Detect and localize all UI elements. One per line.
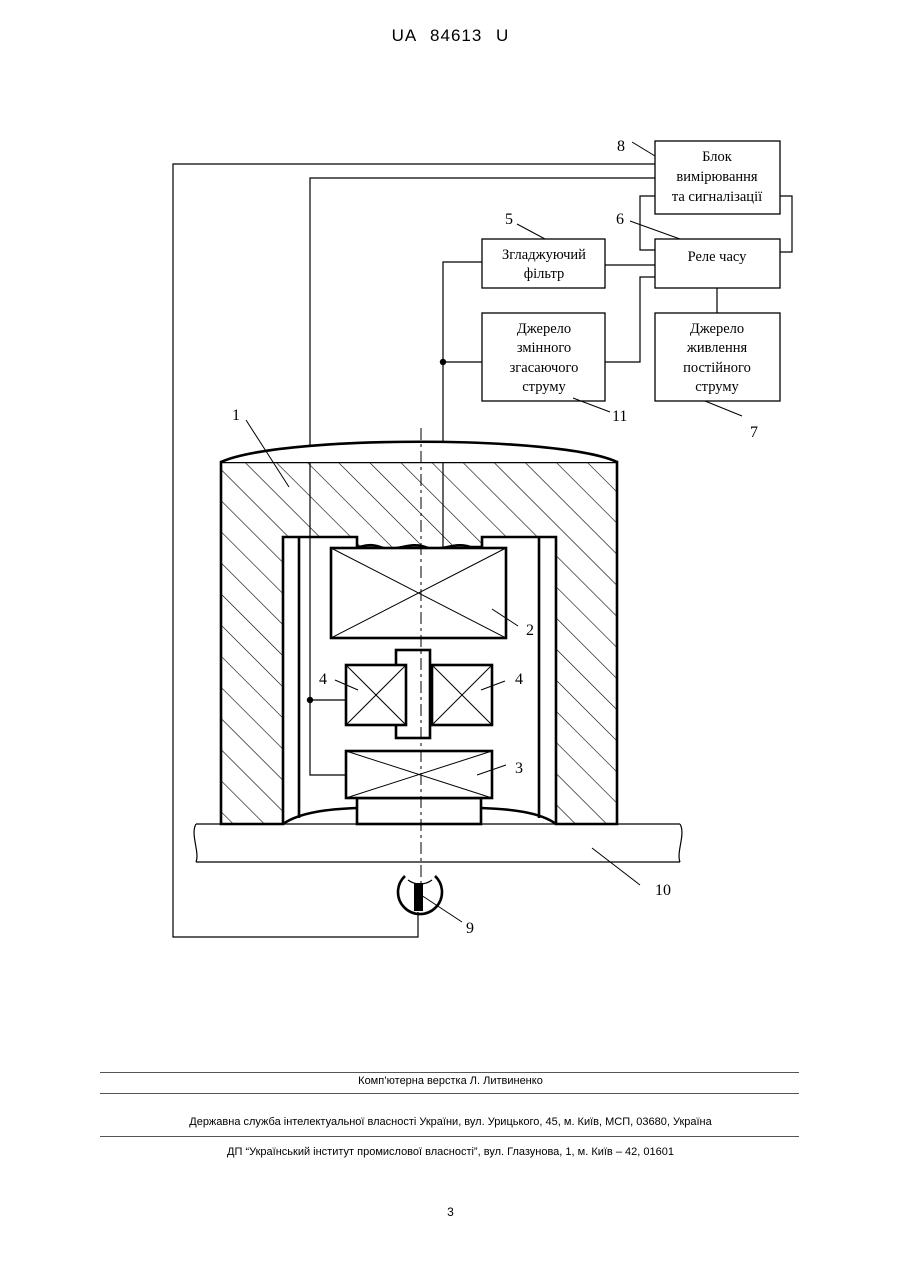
dc-source-label-3: постійного [683, 360, 751, 376]
measure-label-2: вимірювання [676, 169, 758, 185]
ref-9: 9 [466, 920, 474, 937]
ref-3: 3 [515, 760, 523, 777]
ref-10: 10 [655, 882, 671, 899]
measure-label-1: Блок [702, 149, 733, 165]
junction-dot-ac [440, 359, 446, 365]
measure-label-3: та сигналізації [672, 189, 762, 205]
filter-label-2: фільтр [524, 266, 564, 282]
coil-2 [331, 548, 506, 638]
ac-source-label-3: згасаючого [510, 360, 579, 376]
footer-typesetting: Комп’ютерна верстка Л. Литвиненко [0, 1075, 901, 1087]
wire-measure-relay-left [640, 196, 655, 250]
footer-institute: ДП “Український інститут промислової вла… [0, 1146, 901, 1158]
ac-source-label-2: змінного [517, 340, 571, 356]
footer-agency: Державна служба інтелектуальної власност… [0, 1116, 901, 1128]
ref-5: 5 [505, 211, 513, 228]
base-plate [194, 824, 682, 862]
ref-11: 11 [612, 408, 627, 425]
ref-8: 8 [617, 138, 625, 155]
ref-4-right: 4 [515, 671, 523, 688]
footer-rule-mid [100, 1093, 799, 1094]
dc-source-label-4: струму [695, 379, 739, 395]
leader-8 [632, 142, 655, 156]
coil-4-left [346, 665, 406, 725]
footer-rule-top [100, 1072, 799, 1073]
leader-5 [517, 224, 545, 239]
sensor-9 [398, 876, 442, 914]
coil-4-right [432, 665, 492, 725]
relay-label: Реле часу [688, 249, 748, 265]
junction-dot-coils [307, 697, 313, 703]
page-number: 3 [0, 1205, 901, 1219]
filter-label-1: Згладжуючий [502, 247, 586, 263]
ref-1: 1 [232, 407, 240, 424]
leader-10 [592, 848, 640, 885]
ref-4-left: 4 [319, 671, 327, 688]
ac-source-label-4: струму [522, 379, 566, 395]
ref-2: 2 [526, 622, 534, 639]
dc-source-label-1: Джерело [690, 321, 744, 337]
wire-ac-to-relay [605, 277, 655, 362]
leader-6 [630, 221, 680, 239]
wire-measure-relay-right [780, 196, 792, 252]
ac-source-label-1: Джерело [517, 321, 571, 337]
dc-source-label-2: живлення [686, 340, 748, 356]
ref-7: 7 [750, 424, 758, 441]
footer-rule-bottom [100, 1136, 799, 1137]
coil-3 [346, 751, 492, 798]
ref-6: 6 [616, 211, 624, 228]
leader-7 [705, 401, 742, 416]
